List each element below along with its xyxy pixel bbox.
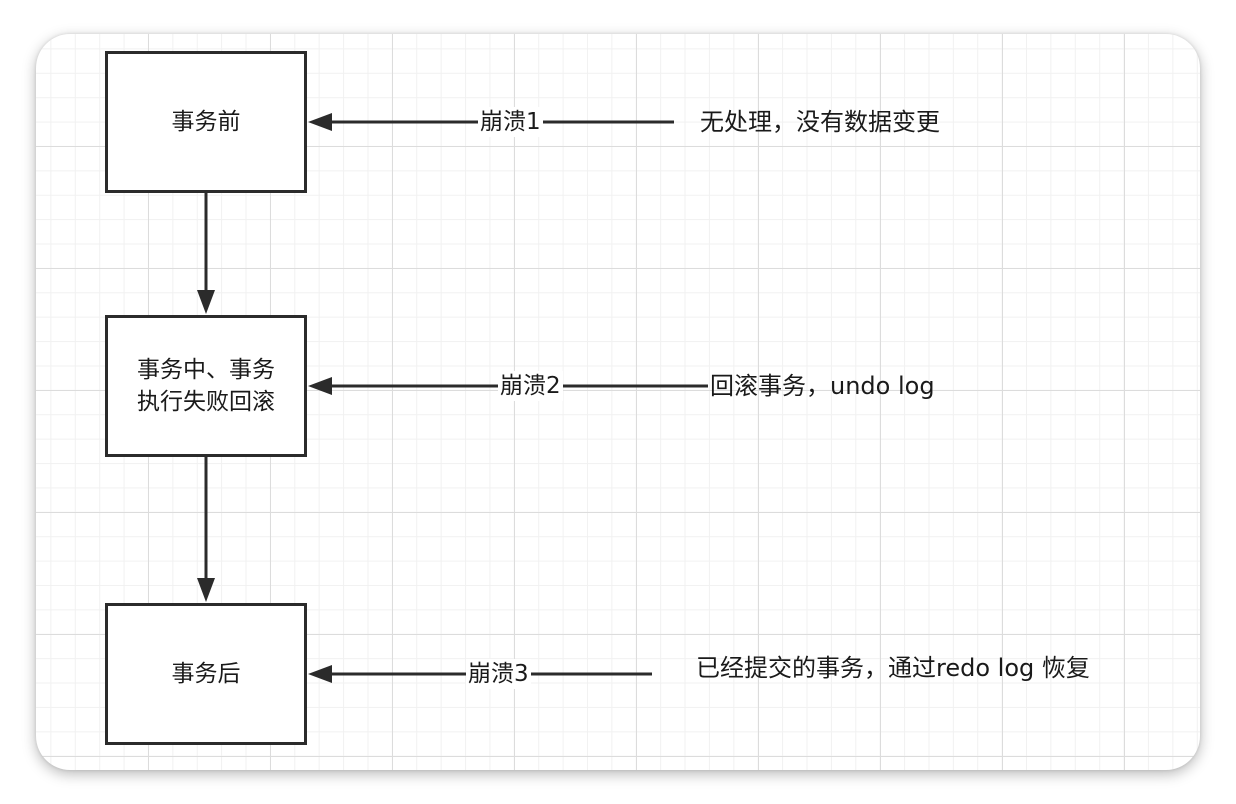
crash-2-note: 回滚事务，undo log <box>710 372 935 400</box>
box-during-label: 事务中、事务 执行失败回滚 <box>137 357 275 415</box>
crash-1-note: 无处理，没有数据变更 <box>700 108 940 136</box>
flow-arrow-2-head <box>197 578 215 602</box>
crash-1-label: 崩溃1 <box>478 107 543 137</box>
box-after-label: 事务后 <box>171 661 241 687</box>
crash-2-arrowhead <box>308 377 332 395</box>
box-before-transaction: 事务前 <box>105 51 307 193</box>
diagram-canvas: 事务前 事务中、事务 执行失败回滚 事务后 崩溃1 崩溃2 崩溃3 无处理，没有… <box>36 34 1200 770</box>
box-after-transaction: 事务后 <box>105 603 307 745</box>
box-during-transaction: 事务中、事务 执行失败回滚 <box>105 315 307 457</box>
crash-3-arrowhead <box>308 665 332 683</box>
flow-arrow-1-head <box>197 290 215 314</box>
crash-1-arrowhead <box>308 113 332 131</box>
crash-3-label: 崩溃3 <box>466 659 531 689</box>
box-before-label: 事务前 <box>171 109 241 135</box>
crash-3-note: 已经提交的事务，通过redo log 恢复 <box>696 654 1090 682</box>
crash-2-label: 崩溃2 <box>498 371 563 401</box>
